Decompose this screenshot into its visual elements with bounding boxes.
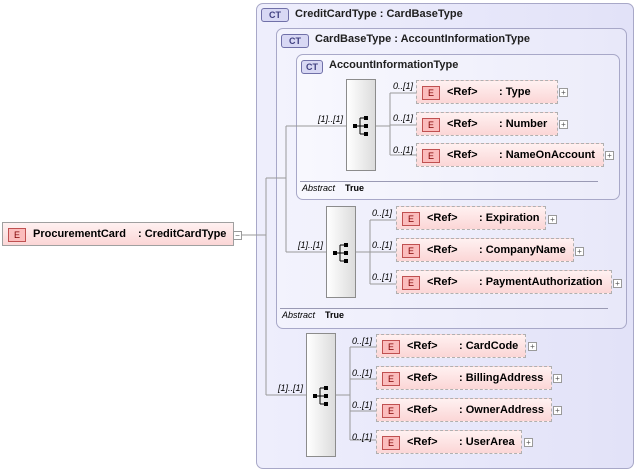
element-nameonaccount-cardinality: 0..[1] — [393, 145, 414, 155]
sequence-1-cardinality: [1]..[1] — [318, 114, 344, 124]
ref-label: <Ref> — [407, 436, 438, 448]
element-name: : Expiration — [479, 212, 540, 224]
element-expiration-cardinality: 0..[1] — [372, 208, 393, 218]
account-abstract-divider — [300, 181, 598, 182]
element-name: : Number — [499, 118, 548, 130]
sequence-icon — [313, 386, 328, 406]
element-type[interactable]: E <Ref> : Type — [416, 80, 558, 104]
element-name: : UserArea — [459, 436, 515, 448]
sequence-icon — [333, 243, 348, 263]
element-type-cardinality: 0..[1] — [393, 81, 414, 91]
element-user-area[interactable]: E <Ref> : UserArea — [376, 430, 522, 454]
sequence-3-cardinality: [1]..[1] — [278, 383, 304, 393]
element-companyname-cardinality: 0..[1] — [372, 240, 393, 250]
ct-badge-cardbase: CT — [281, 34, 309, 48]
element-expiration[interactable]: E <Ref> : Expiration — [396, 206, 546, 230]
ref-label: <Ref> — [447, 149, 478, 161]
paymentauthorization-expand-toggle[interactable]: + — [613, 279, 622, 288]
sequence-compositor-2[interactable] — [326, 206, 356, 298]
element-card-code[interactable]: E <Ref> : CardCode — [376, 334, 526, 358]
nameonaccount-expand-toggle[interactable]: + — [605, 151, 614, 160]
abstract-label: Abstract — [302, 183, 336, 193]
element-userarea-cardinality: 0..[1] — [352, 432, 373, 442]
element-owner-address[interactable]: E <Ref> : OwnerAddress — [376, 398, 552, 422]
abstract-value: True — [325, 310, 345, 320]
sequence-2-cardinality: [1]..[1] — [298, 240, 324, 250]
element-company-name[interactable]: E <Ref> : CompanyName — [396, 238, 574, 262]
type-expand-toggle[interactable]: + — [559, 88, 568, 97]
element-badge: E — [402, 276, 420, 290]
element-billing-address[interactable]: E <Ref> : BillingAddress — [376, 366, 552, 390]
element-owneraddress-cardinality: 0..[1] — [352, 400, 373, 410]
abstract-label: Abstract — [282, 310, 316, 320]
element-paymentauthorization-cardinality: 0..[1] — [372, 272, 393, 282]
card-base-type-title: CardBaseType : AccountInformationType — [315, 33, 530, 45]
element-name: : PaymentAuthorization — [479, 276, 603, 288]
ref-label: <Ref> — [407, 340, 438, 352]
cardcode-expand-toggle[interactable]: + — [528, 342, 537, 351]
ref-label: <Ref> — [447, 118, 478, 130]
number-expand-toggle[interactable]: + — [559, 120, 568, 129]
element-name-on-account[interactable]: E <Ref> : NameOnAccount — [416, 143, 604, 167]
element-badge: E — [382, 372, 400, 386]
userarea-expand-toggle[interactable]: + — [524, 438, 533, 447]
element-badge: E — [382, 340, 400, 354]
account-abstract: Abstract True — [302, 183, 364, 193]
owneraddress-expand-toggle[interactable]: + — [553, 406, 562, 415]
companyname-expand-toggle[interactable]: + — [575, 247, 584, 256]
element-number-cardinality: 0..[1] — [393, 113, 414, 123]
element-badge: E — [402, 244, 420, 258]
element-badge: E — [402, 212, 420, 226]
sequence-icon — [353, 116, 368, 136]
element-name: : Type — [499, 86, 531, 98]
element-name: : CompanyName — [479, 244, 566, 256]
element-badge: E — [382, 436, 400, 450]
element-badge: E — [8, 228, 26, 242]
procurement-card-element[interactable]: E ProcurementCard : CreditCardType — [2, 222, 234, 246]
ref-label: <Ref> — [407, 404, 438, 416]
cardbase-abstract: Abstract True — [282, 310, 344, 320]
cardbase-abstract-divider — [280, 308, 608, 309]
root-name: ProcurementCard — [33, 228, 126, 240]
account-information-type-title: AccountInformationType — [329, 59, 459, 71]
ct-badge-account: CT — [301, 60, 323, 74]
ct-badge-credit: CT — [261, 8, 289, 22]
sequence-compositor-3[interactable] — [306, 333, 336, 457]
ref-label: <Ref> — [427, 244, 458, 256]
ref-label: <Ref> — [407, 372, 438, 384]
element-badge: E — [422, 86, 440, 100]
element-badge: E — [382, 404, 400, 418]
element-name: : CardCode — [459, 340, 519, 352]
abstract-value: True — [345, 183, 365, 193]
element-number[interactable]: E <Ref> : Number — [416, 112, 558, 136]
element-billingaddress-cardinality: 0..[1] — [352, 368, 373, 378]
sequence-compositor-1[interactable] — [346, 79, 376, 171]
element-cardcode-cardinality: 0..[1] — [352, 336, 373, 346]
ref-label: <Ref> — [427, 276, 458, 288]
element-badge: E — [422, 149, 440, 163]
root-expand-toggle[interactable]: − — [233, 231, 242, 240]
credit-card-type-title: CreditCardType : CardBaseType — [295, 8, 463, 20]
element-name: : NameOnAccount — [499, 149, 595, 161]
ref-label: <Ref> — [447, 86, 478, 98]
element-name: : OwnerAddress — [459, 404, 544, 416]
element-badge: E — [422, 118, 440, 132]
root-type: : CreditCardType — [138, 228, 227, 240]
billingaddress-expand-toggle[interactable]: + — [553, 374, 562, 383]
expiration-expand-toggle[interactable]: + — [548, 215, 557, 224]
ref-label: <Ref> — [427, 212, 458, 224]
element-name: : BillingAddress — [459, 372, 544, 384]
element-payment-authorization[interactable]: E <Ref> : PaymentAuthorization — [396, 270, 612, 294]
